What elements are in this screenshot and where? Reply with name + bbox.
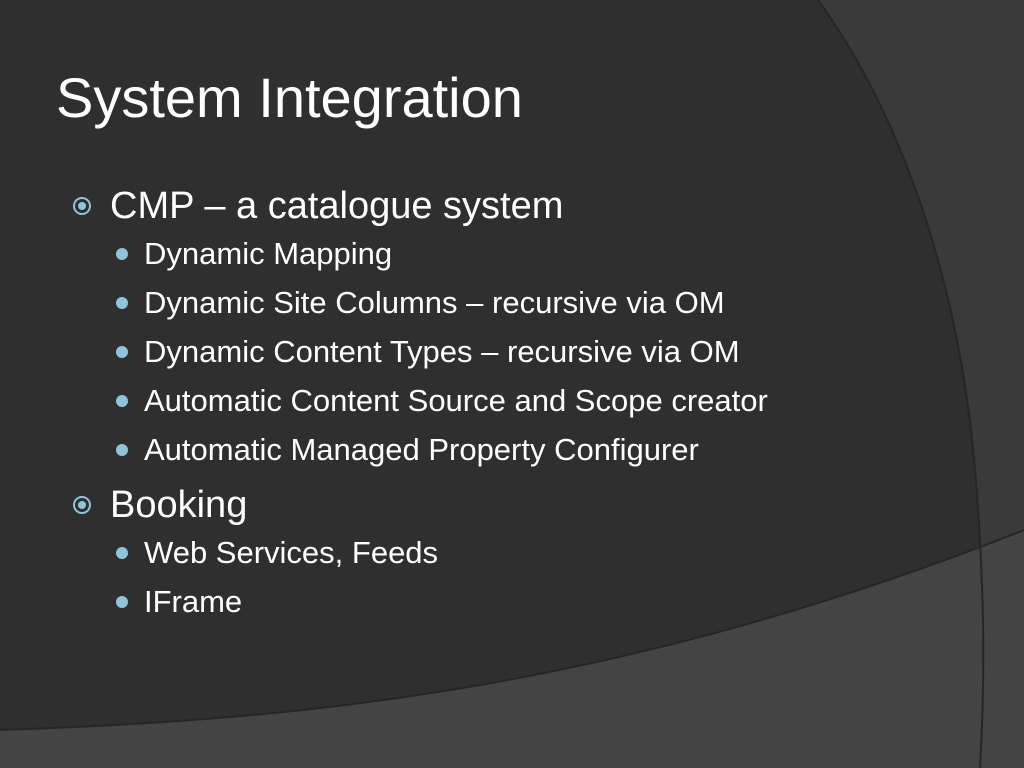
target-circle-icon xyxy=(73,496,91,514)
bullet-text: Booking xyxy=(110,484,248,526)
bullet-level1: Booking xyxy=(70,479,890,531)
bullet-dot-icon xyxy=(116,297,128,309)
background-bottom-panel xyxy=(0,530,1024,768)
sub-bullet-text: Dynamic Site Columns – recursive via OM xyxy=(144,285,725,320)
bullet-dot-icon xyxy=(116,547,128,559)
bullet-text: CMP – a catalogue system xyxy=(110,185,564,227)
sub-bullet-list: Web Services, Feeds IFrame xyxy=(70,533,890,621)
sub-bullet-text: Automatic Managed Property Configurer xyxy=(144,432,699,467)
sub-bullet: Automatic Managed Property Configurer xyxy=(70,430,784,469)
background-curve-line xyxy=(817,0,985,768)
sub-bullet-text: IFrame xyxy=(144,584,243,619)
sub-bullet: Dynamic Mapping xyxy=(70,234,784,273)
target-circle-icon xyxy=(73,197,91,215)
bullet-dot-icon xyxy=(116,444,128,456)
bullet-level1: CMP – a catalogue system xyxy=(70,180,890,232)
sub-bullet-text: Dynamic Content Types – recursive via OM xyxy=(144,334,740,369)
sub-bullet-text: Automatic Content Source and Scope creat… xyxy=(144,383,768,418)
sub-bullet: Dynamic Content Types – recursive via OM xyxy=(70,332,784,371)
sub-bullet: Automatic Content Source and Scope creat… xyxy=(70,381,784,420)
sub-bullet-text: Web Services, Feeds xyxy=(144,535,439,570)
background-right-panel xyxy=(818,0,1024,768)
bullet-dot-icon xyxy=(116,395,128,407)
sub-bullet-list: Dynamic Mapping Dynamic Site Columns – r… xyxy=(70,234,890,469)
sub-bullet: IFrame xyxy=(70,582,784,621)
sub-bullet: Dynamic Site Columns – recursive via OM xyxy=(70,283,784,322)
bullet-dot-icon xyxy=(116,596,128,608)
sub-bullet: Web Services, Feeds xyxy=(70,533,784,572)
sub-bullet-text: Dynamic Mapping xyxy=(144,236,393,271)
slide-title: System Integration xyxy=(56,66,523,129)
bullet-dot-icon xyxy=(116,346,128,358)
background-curve-line-bottom xyxy=(0,529,1024,731)
bullet-list: CMP – a catalogue system Dynamic Mapping… xyxy=(70,180,890,631)
bullet-dot-icon xyxy=(116,248,128,260)
